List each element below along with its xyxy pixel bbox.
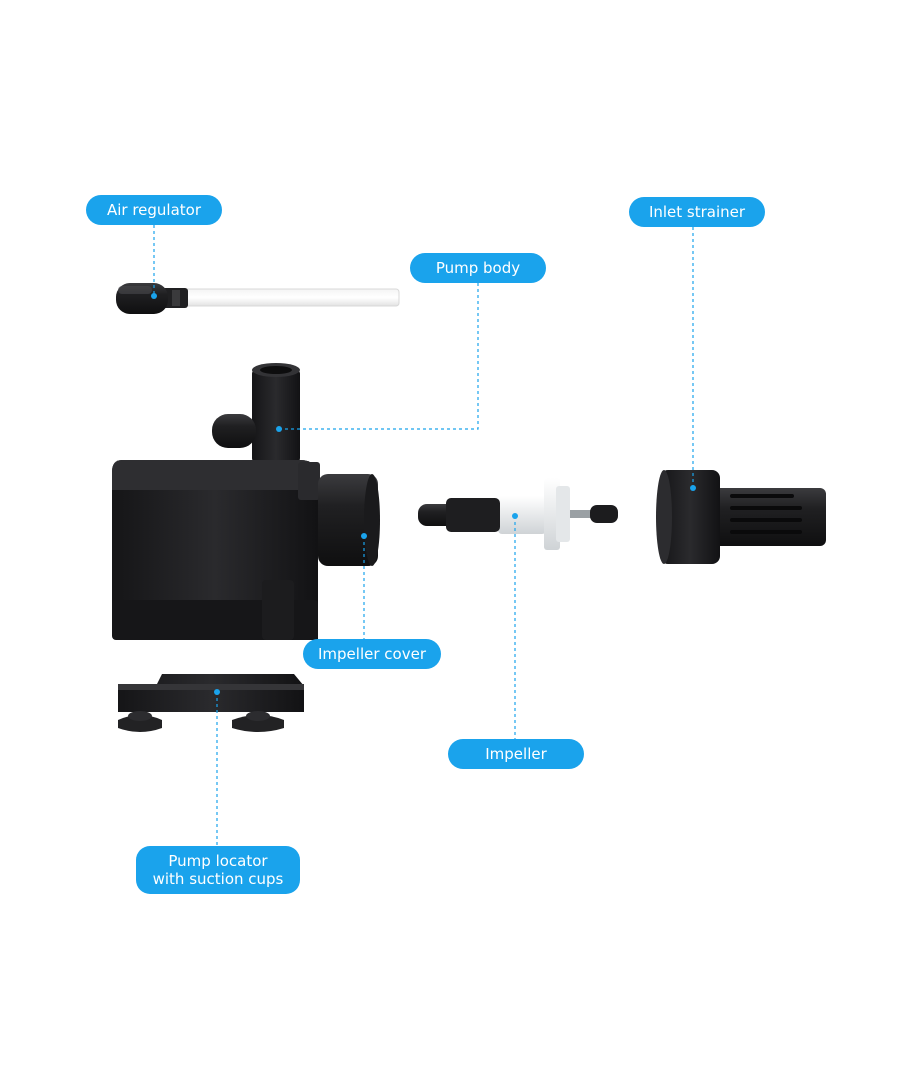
air-regulator-part [116,283,400,314]
label-impeller-cover: Impeller cover [318,645,426,663]
suction-cup-right [232,715,284,732]
callout-pump-body: Pump body [410,253,546,283]
label-pump-locator-line2: with suction cups [152,870,284,888]
leader-pump-body [279,283,479,430]
leader-dots [151,293,696,695]
suction-cup-left [118,715,162,732]
leader-lines [153,225,694,846]
callout-inlet-strainer: Inlet strainer [629,197,765,227]
impeller-part [418,478,618,550]
pump-locator-part [118,674,304,732]
label-air-regulator: Air regulator [106,201,202,219]
inlet-strainer-part [656,470,826,564]
callout-impeller: Impeller [448,739,584,769]
label-pump-locator-line1: Pump locator [168,852,268,870]
air-tube [174,288,400,307]
label-inlet-strainer: Inlet strainer [648,203,746,221]
callout-impeller-cover: Impeller cover [303,639,441,669]
pump-body-part [112,363,380,640]
label-pump-body: Pump body [435,259,521,277]
callout-pump-locator: Pump locator with suction cups [136,846,300,894]
label-impeller: Impeller [485,745,547,763]
callout-air-regulator: Air regulator [86,195,222,225]
